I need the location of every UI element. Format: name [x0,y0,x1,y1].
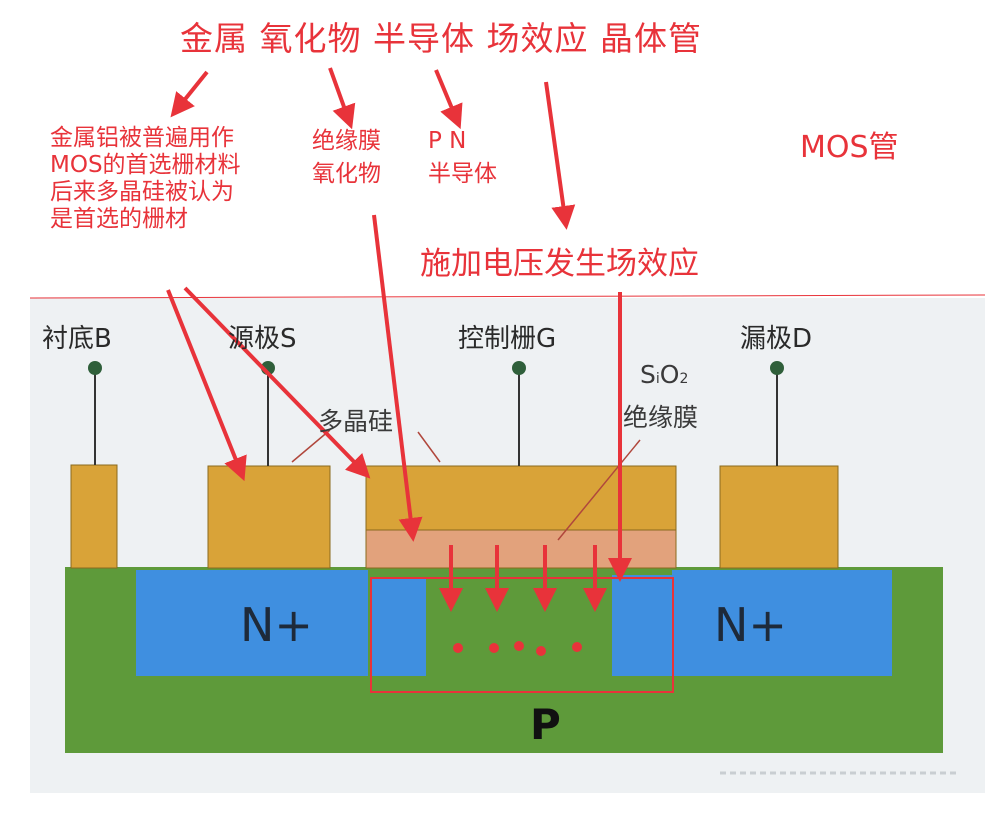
semi-note: P N 半导体 [428,125,497,191]
semi-note-line: 半导体 [428,161,497,187]
page-title: 金属 氧化物 半导体 场效应 晶体管 [180,19,702,58]
gate-oxide [365,529,677,569]
poly-si-label: 多晶硅 [318,407,394,436]
substrate-contact [70,464,118,569]
mos-label: MOS管 [800,130,899,165]
n-plus-left-under-gate [371,578,426,676]
panel-top-edge [29,294,986,299]
terminal-pins [94,368,778,466]
sio2-subscript-2: 2 [679,371,689,387]
metal-note-line: 后来多晶硅被认为 [50,179,234,205]
oxide-note-line: 氧化物 [312,161,381,187]
channel-carriers [453,641,582,656]
sio2-s: S [640,360,656,389]
sio2-o: O [659,360,680,389]
channel-highlight-box [370,577,674,693]
poly-gate [365,465,677,531]
n-plus-right-label: N+ [714,598,787,652]
metal-note: 金属铝被普遍用作 MOS的首选栅材料 后来多晶硅被认为 是首选的栅材 [50,125,241,233]
drain-label: 漏极D [740,324,813,354]
p-type-label: P [530,700,561,749]
drain-contact [719,465,839,569]
oxide-note: 绝缘膜 氧化物 [312,125,381,191]
metal-note-line: 金属铝被普遍用作 [50,125,234,151]
field-arrows [439,545,607,612]
gate-label: 控制栅G [458,324,557,354]
n-plus-right-under-gate [612,575,672,676]
source-label: 源极S [228,324,297,354]
field-effect-label: 施加电压发生场效应 [420,246,699,282]
metal-note-line: 是首选的栅材 [50,206,188,232]
terminal-dots [88,361,784,375]
n-plus-left-region [136,570,368,676]
substrate-label: 衬底B [42,324,112,354]
semi-note-line: P N [428,128,467,154]
source-contact [207,465,331,569]
metal-note-line: MOS的首选栅材料 [50,152,241,178]
annotation-arrows [166,67,632,582]
n-plus-left-label: N+ [240,598,313,652]
sio2-label: SiO2 [640,360,688,389]
insulator-label: 绝缘膜 [623,403,699,432]
n-plus-right-region [672,570,892,676]
label-pointers [291,429,641,541]
sio2-subscript-i: i [655,371,660,387]
oxide-note-line: 绝缘膜 [312,128,381,154]
